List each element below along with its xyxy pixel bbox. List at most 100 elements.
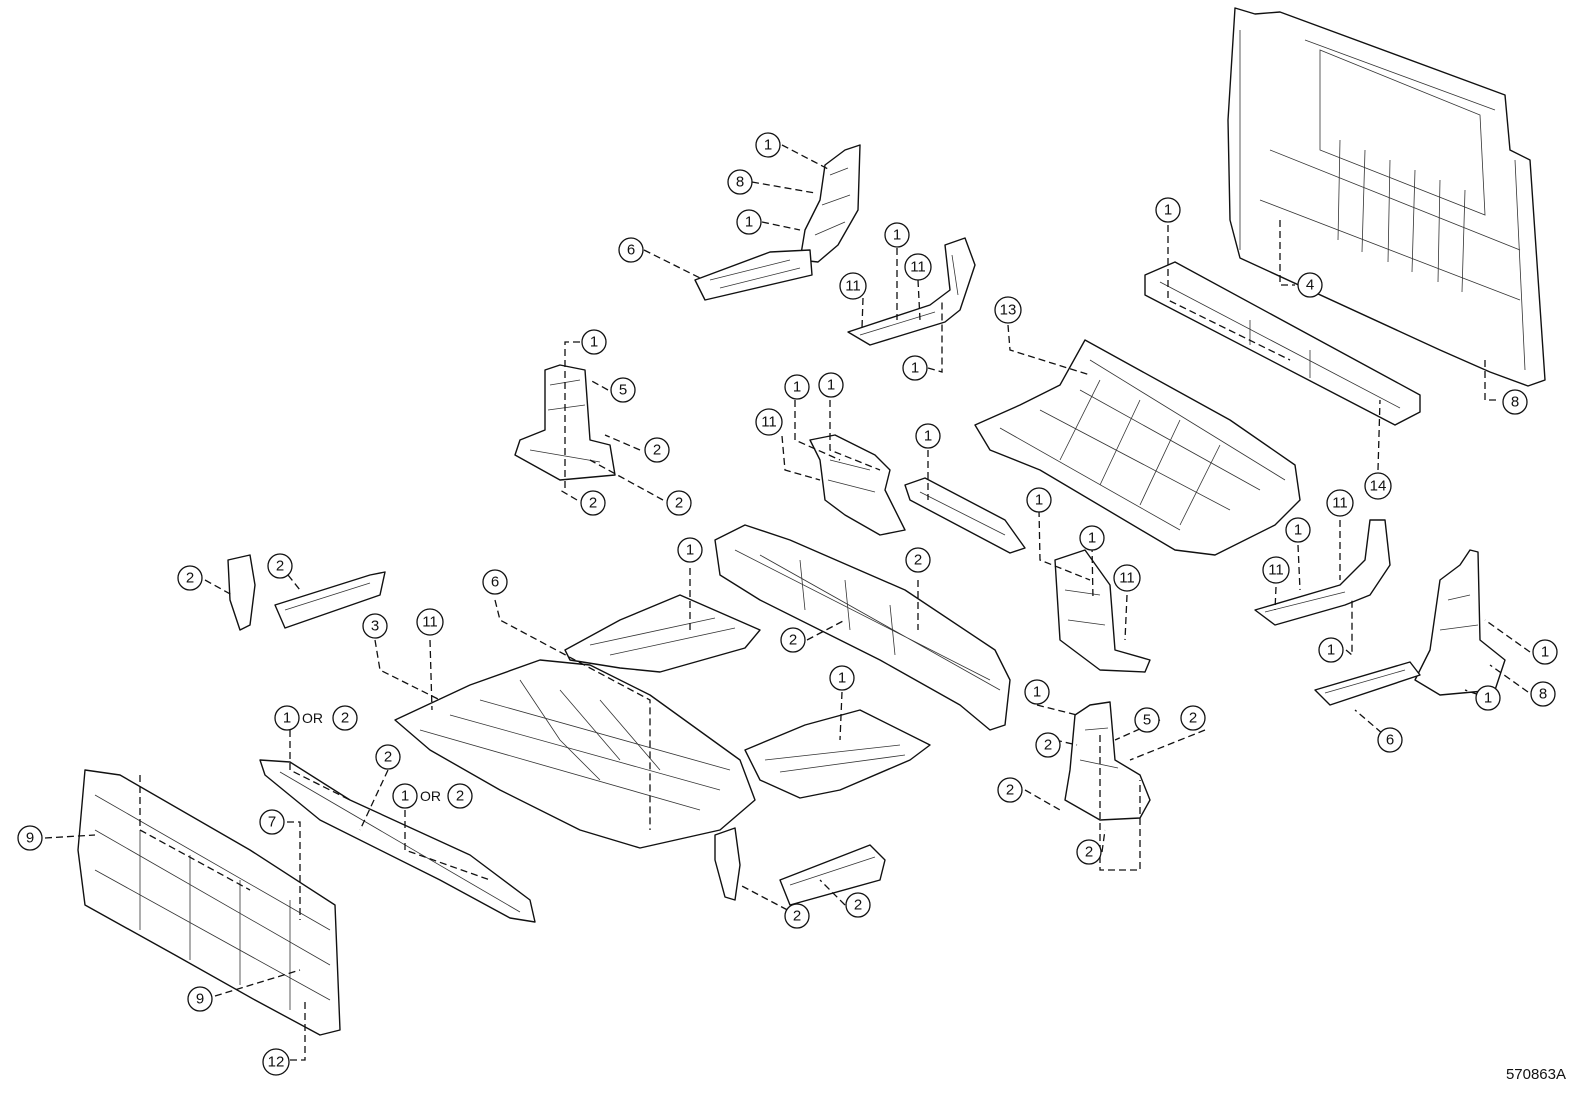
svg-text:2: 2: [456, 788, 464, 805]
dash-panel: [77, 769, 341, 1036]
svg-text:2: 2: [1006, 782, 1014, 799]
svg-text:1: 1: [827, 377, 835, 394]
svg-text:1: 1: [590, 334, 598, 351]
callout-bubble: 2: [644, 437, 670, 463]
callout-bubble: 3: [362, 613, 388, 639]
floor-side-member-right: [1254, 519, 1391, 626]
callout-bubble: 1: [902, 355, 928, 381]
svg-text:2: 2: [1189, 710, 1197, 727]
callout-bubble: 2: [447, 783, 473, 809]
rear-wheelhouse-bracket-left: [694, 144, 861, 301]
callout-bubble: 13: [994, 296, 1022, 324]
svg-text:11: 11: [1119, 570, 1135, 587]
center-floor-bracket: [809, 434, 906, 536]
svg-text:5: 5: [619, 382, 627, 399]
callout-bubble: 5: [1134, 707, 1160, 733]
svg-text:1: 1: [1484, 690, 1492, 707]
callout-bubble: 2: [1035, 732, 1061, 758]
callout-bubble: 11: [839, 272, 867, 300]
svg-text:11: 11: [422, 614, 438, 631]
svg-text:11: 11: [910, 259, 926, 276]
callout-bubble: 8: [1530, 681, 1556, 707]
callout-bubble: 2: [845, 892, 871, 918]
svg-text:2: 2: [789, 632, 797, 649]
svg-text:5: 5: [1143, 712, 1151, 729]
callout-bubble: 1: [915, 423, 941, 449]
svg-text:1: 1: [1294, 522, 1302, 539]
callout-bubble: 11: [904, 253, 932, 281]
svg-text:1: 1: [1033, 684, 1041, 701]
svg-text:1: 1: [745, 214, 753, 231]
callout-bubble: 2: [1180, 705, 1206, 731]
callout-bubble: 2: [177, 565, 203, 591]
callout-bubble: 1: [1285, 517, 1311, 543]
figure-id: 570863A: [1505, 1066, 1566, 1083]
callout-bubble: 11: [1262, 556, 1290, 584]
callout-bubble: 11: [755, 408, 783, 436]
svg-text:2: 2: [854, 897, 862, 914]
svg-text:11: 11: [1332, 495, 1348, 512]
callout-bubble: 1: [1318, 637, 1344, 663]
svg-text:14: 14: [1370, 478, 1387, 495]
svg-text:8: 8: [1511, 394, 1519, 411]
svg-text:1: 1: [764, 137, 772, 154]
svg-text:1: 1: [1164, 202, 1172, 219]
front-floor-pan: [394, 659, 756, 849]
rear-wheelhouse-bracket-right: [1314, 549, 1506, 706]
svg-text:2: 2: [675, 495, 683, 512]
svg-text:1: 1: [838, 670, 846, 687]
svg-text:1: 1: [911, 360, 919, 377]
svg-text:2: 2: [1085, 844, 1093, 861]
svg-text:11: 11: [761, 414, 777, 431]
leader-lines: [44, 144, 1531, 1061]
back-panel: [1227, 7, 1546, 387]
callout-bubble: 11: [1326, 489, 1354, 517]
or-label: OR: [302, 710, 323, 726]
callout-bubble: 2: [780, 627, 806, 653]
svg-text:6: 6: [1386, 732, 1394, 749]
front-pillar-lower-right: [1064, 701, 1151, 821]
callout-bubble: 6: [482, 569, 508, 595]
callout-bubble: 1: [784, 374, 810, 400]
callout-bubble: 9: [187, 986, 213, 1012]
callout-bubble: 9: [17, 825, 43, 851]
svg-text:9: 9: [26, 830, 34, 847]
callout-bubble: 1: [1532, 639, 1558, 665]
svg-text:4: 4: [1306, 277, 1314, 294]
svg-text:12: 12: [268, 1054, 285, 1071]
callout-bubble: 14: [1364, 472, 1392, 500]
front-floor-panel-lower: [744, 709, 931, 799]
svg-text:2: 2: [653, 442, 661, 459]
svg-text:6: 6: [627, 242, 635, 259]
front-floor-brackets-left: [227, 554, 386, 631]
svg-text:2: 2: [384, 749, 392, 766]
svg-text:1: 1: [1327, 642, 1335, 659]
svg-text:11: 11: [845, 278, 861, 295]
svg-text:1: 1: [1035, 492, 1043, 509]
svg-text:1: 1: [1541, 644, 1549, 661]
callout-bubble: 1: [677, 537, 703, 563]
callout-bubble: 1: [884, 222, 910, 248]
callout-bubble: 1: [1026, 487, 1052, 513]
callout-bubble: 2: [905, 547, 931, 573]
center-pillar-bracket-left: [514, 364, 616, 481]
callout-bubble: 2: [267, 553, 293, 579]
svg-text:3: 3: [371, 618, 379, 635]
floor-crossmember-small: [904, 477, 1026, 554]
svg-text:2: 2: [186, 570, 194, 587]
svg-text:2: 2: [589, 495, 597, 512]
svg-text:2: 2: [793, 908, 801, 925]
callout-bubble: 2: [666, 490, 692, 516]
svg-text:2: 2: [341, 710, 349, 727]
svg-text:1: 1: [686, 542, 694, 559]
callout-bubble: 8: [727, 169, 753, 195]
callout-bubble: 1: [829, 665, 855, 691]
svg-text:2: 2: [1044, 737, 1052, 754]
svg-text:9: 9: [196, 991, 204, 1008]
svg-text:1: 1: [1088, 530, 1096, 547]
front-floor-crossmember: [714, 524, 1011, 731]
svg-text:2: 2: [914, 552, 922, 569]
callout-bubble: 6: [1377, 727, 1403, 753]
svg-text:8: 8: [736, 174, 744, 191]
callout-bubble: 2: [1076, 839, 1102, 865]
